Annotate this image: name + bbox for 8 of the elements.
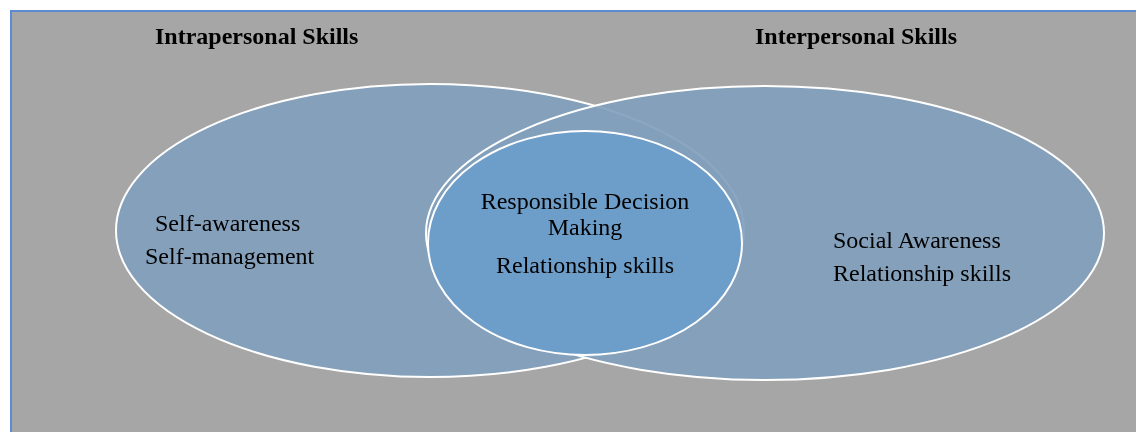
skill-text: Relationship skills [833, 260, 1011, 287]
skill-text: Social Awareness [833, 227, 1001, 254]
set-heading: Interpersonal Skills [755, 23, 958, 50]
skill-text: Self-management [145, 243, 315, 270]
skill-text: Self-awareness [155, 210, 301, 237]
skill-text: Relationship skills [495, 252, 675, 279]
set-heading: Intrapersonal Skills [155, 23, 359, 50]
skill-text: Responsible Decision Making [479, 188, 691, 241]
